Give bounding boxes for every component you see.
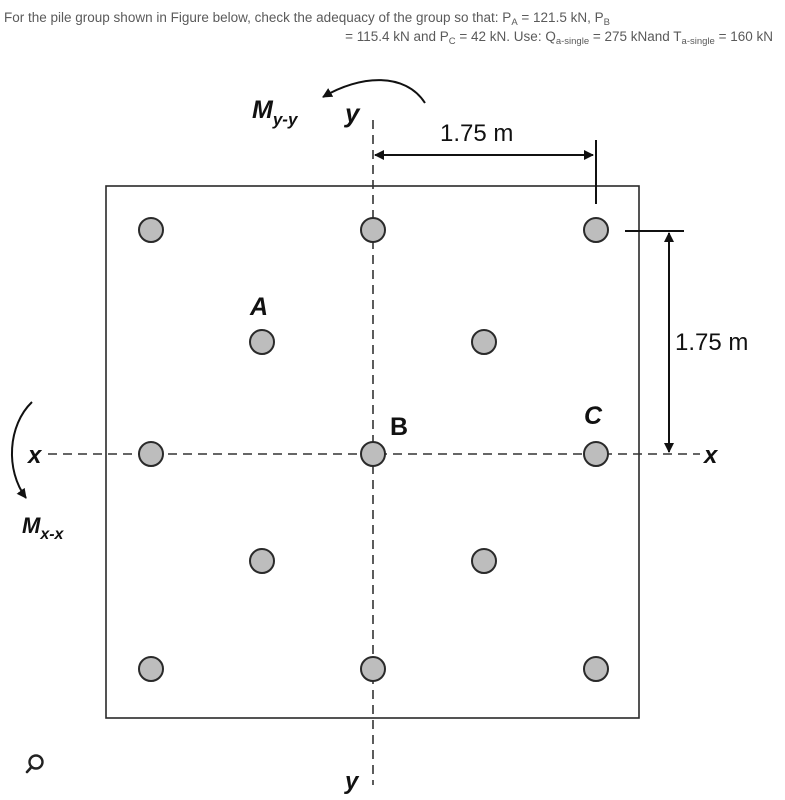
moment-xx-label: Mx-x (22, 513, 65, 543)
pile-a (249, 329, 275, 355)
problem-line-1: For the pile group shown in Figure below… (4, 10, 610, 28)
pile (471, 329, 497, 355)
dim-vertical-label: 1.75 m (675, 329, 748, 356)
moment-yy-label: My-y (252, 96, 299, 129)
pile (471, 548, 497, 574)
moment-xx-arrow (10, 401, 33, 499)
pile-label-c: C (584, 402, 603, 430)
problem-line-2: = 115.4 kN and PC = 42 kN. Use: Qa-singl… (345, 29, 773, 47)
pile-label-b: B (390, 413, 408, 441)
pile (360, 656, 386, 682)
pile (249, 548, 275, 574)
axis-x-left-label: x (26, 442, 43, 469)
pile-c (583, 441, 609, 467)
axis-x-right-label: x (702, 442, 719, 469)
pile-label-a: A (249, 293, 268, 321)
pile (360, 217, 386, 243)
axis-y-top-label: y (343, 98, 361, 128)
moment-yy-arrow (322, 79, 426, 104)
pile-b (360, 441, 386, 467)
axis-y-bottom-label: y (344, 768, 360, 795)
pile (138, 217, 164, 243)
pile (138, 656, 164, 682)
pile (583, 656, 609, 682)
dim-horizontal-label: 1.75 m (440, 120, 513, 147)
pile (583, 217, 609, 243)
pile (138, 441, 164, 467)
magnifier-icon[interactable] (24, 752, 52, 780)
